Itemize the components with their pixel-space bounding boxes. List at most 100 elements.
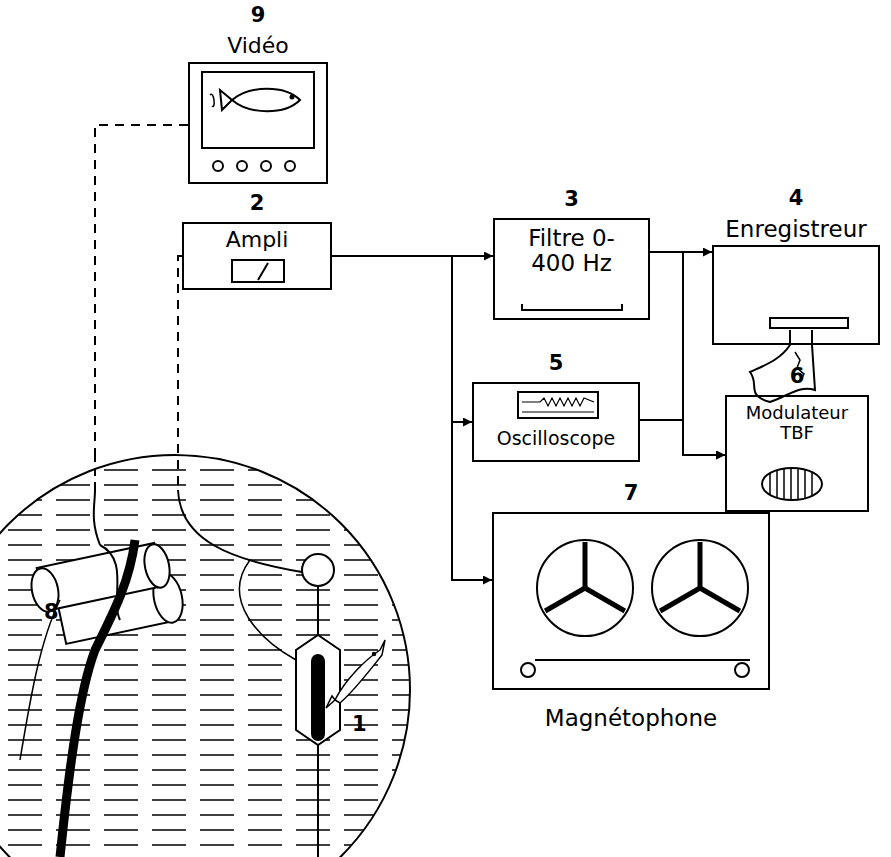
box-label: Ampli xyxy=(226,228,289,252)
drawing-part xyxy=(762,468,822,500)
drawing-part xyxy=(141,542,174,590)
callout-number: 3 xyxy=(564,188,579,211)
drawing-part xyxy=(545,542,740,611)
drawing-part xyxy=(770,468,812,500)
drawing-part xyxy=(652,540,748,636)
drawing-part xyxy=(291,96,294,99)
stripe xyxy=(790,468,792,500)
oscilloscope-box: 5Oscilloscope xyxy=(472,382,640,462)
spoke xyxy=(660,588,700,611)
drawing-part xyxy=(518,392,598,418)
filter-box: 3Filtre 0-400 Hz xyxy=(493,218,650,320)
spoke xyxy=(545,588,585,611)
drawing-part xyxy=(202,72,314,148)
recorder-paper xyxy=(750,318,848,402)
striped-ellipse xyxy=(762,468,822,500)
electrode xyxy=(178,490,340,857)
drawing-part xyxy=(94,455,96,490)
drawing-part xyxy=(239,560,296,660)
water-line xyxy=(0,634,420,636)
box-label: Filtre 0-400 Hz xyxy=(512,226,632,277)
box-label: Oscilloscope xyxy=(497,428,615,449)
box-label: Magnétophone xyxy=(545,706,717,731)
water-line xyxy=(0,529,420,531)
drawing-part xyxy=(535,659,750,661)
drawing-part xyxy=(237,161,247,171)
spoke xyxy=(700,588,740,611)
fish xyxy=(326,640,385,708)
monitor xyxy=(202,72,314,171)
drawing-part xyxy=(522,411,594,412)
drawing-part xyxy=(302,554,334,586)
spoke xyxy=(583,542,588,588)
box-label: Modulateur TBF xyxy=(732,403,862,443)
water-line xyxy=(0,769,420,771)
water-line xyxy=(0,754,420,756)
drawing-part xyxy=(770,318,848,328)
water-line xyxy=(0,649,420,651)
drawing-part xyxy=(60,540,135,857)
spoke xyxy=(698,542,703,588)
spoke xyxy=(585,588,625,611)
drawing-part xyxy=(178,490,302,572)
water-line xyxy=(0,544,420,546)
water-line xyxy=(0,664,420,666)
drawing-part xyxy=(326,696,335,708)
drawing-part xyxy=(94,490,100,545)
drawing-part xyxy=(735,663,749,677)
drawing-part xyxy=(261,161,271,171)
drawing-part xyxy=(20,600,60,760)
callout-number: 8 xyxy=(44,600,59,624)
stripe xyxy=(804,470,806,499)
stripe xyxy=(797,468,799,499)
water-line xyxy=(0,694,420,696)
callout-number: 5 xyxy=(549,352,564,375)
drawing-part xyxy=(521,663,535,677)
arrow-connector xyxy=(332,256,492,580)
box-label: Vidéo xyxy=(227,34,289,58)
callout-number: 2 xyxy=(250,192,265,215)
drawing-part xyxy=(220,90,232,110)
callout-number: 4 xyxy=(789,187,804,210)
stripe xyxy=(776,470,778,498)
water-line xyxy=(0,499,420,501)
drawing-part xyxy=(285,161,295,171)
water-line xyxy=(0,514,420,516)
tape-reels xyxy=(521,540,750,677)
water-line xyxy=(0,784,420,786)
drawing-part xyxy=(213,161,223,171)
drawing-part xyxy=(537,540,633,636)
water-line xyxy=(0,469,420,471)
tape-recorder-box: 7Magnétophone xyxy=(492,512,770,690)
stripe xyxy=(769,473,771,495)
water-line xyxy=(0,484,420,486)
callout-number: 9 xyxy=(251,4,266,27)
amplifier-box: 2Ampli xyxy=(182,222,332,290)
box-label: Enregistreur xyxy=(725,217,866,242)
drawing-part xyxy=(373,653,376,656)
drawing-part xyxy=(522,398,594,406)
callout-number: 7 xyxy=(624,482,639,505)
callout-number: 1 xyxy=(352,712,367,736)
stripe xyxy=(783,469,785,500)
video-monitor: 9Vidéo xyxy=(188,62,328,184)
wire xyxy=(95,125,188,490)
drawing-part xyxy=(232,89,300,112)
drawing-part xyxy=(232,260,284,282)
drawing-part xyxy=(95,125,188,455)
drawing-part xyxy=(750,330,815,402)
water-line xyxy=(0,709,420,711)
stripe xyxy=(811,472,813,496)
bracket xyxy=(522,304,622,310)
drawing-part xyxy=(210,94,214,106)
camera xyxy=(20,455,187,857)
drawing-part xyxy=(258,263,268,280)
drawing-part xyxy=(0,470,420,845)
water-line xyxy=(0,559,420,561)
drawing-part xyxy=(312,655,324,740)
modulator-box: 6Modulateur TBF xyxy=(725,395,869,512)
drawing-part xyxy=(178,256,182,490)
water-tank xyxy=(0,455,420,857)
